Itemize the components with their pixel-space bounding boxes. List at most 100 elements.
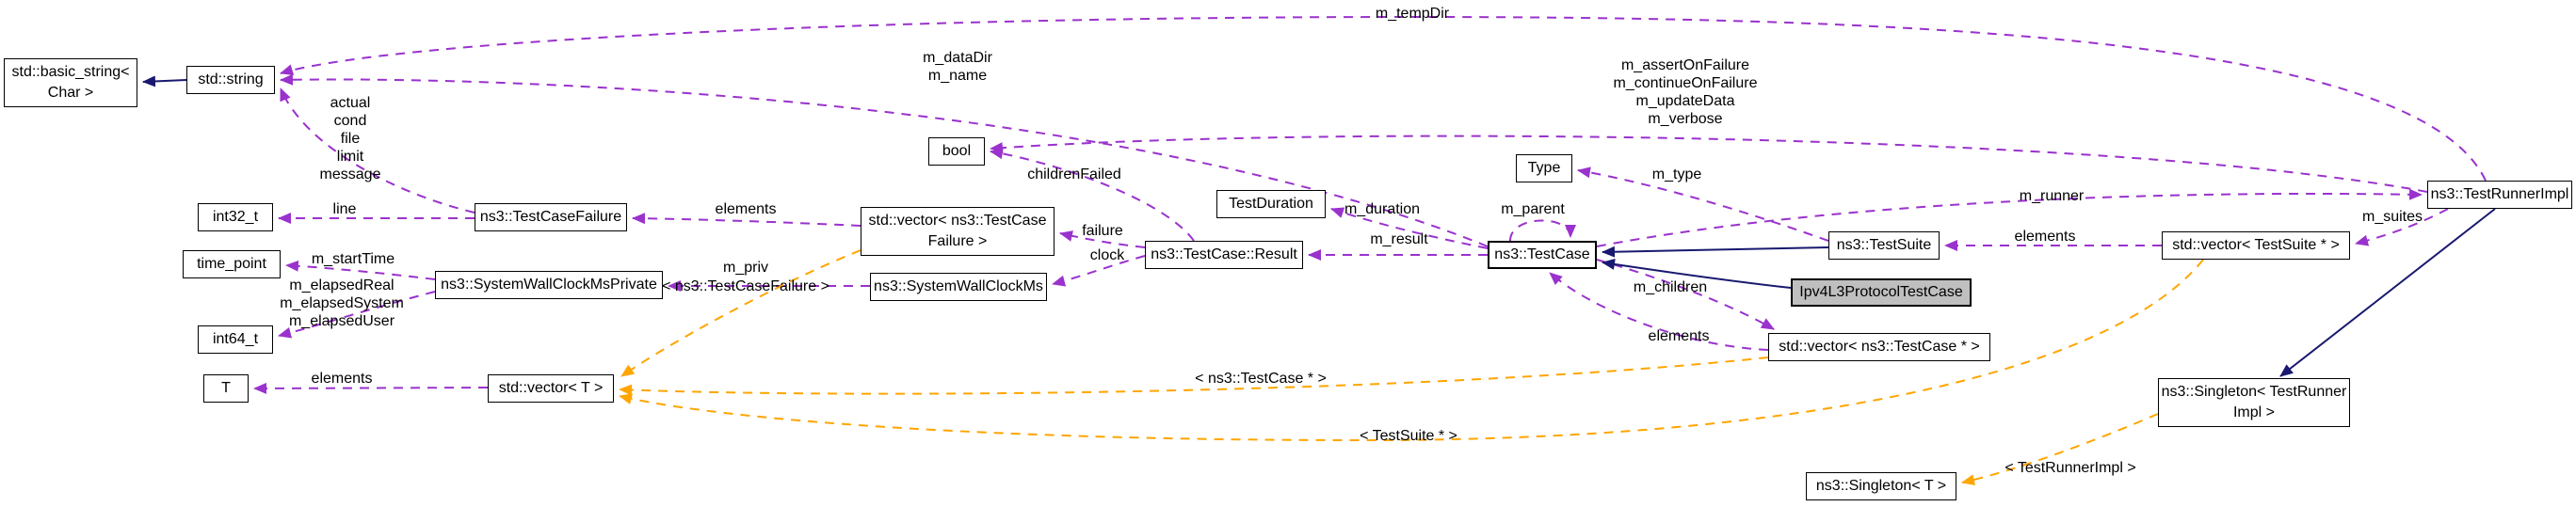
class-node-label: TestDuration bbox=[1229, 196, 1313, 212]
class-node-test_runner_impl[interactable]: ns3::TestRunnerImpl bbox=[2427, 181, 2572, 209]
class-node-label: std::string bbox=[198, 71, 264, 87]
edge-label-m_priv: m_priv bbox=[723, 259, 768, 277]
class-node-test_case_failure[interactable]: ns3::TestCaseFailure bbox=[475, 203, 627, 231]
edge-label-line: childrenFailed bbox=[1027, 166, 1121, 182]
edge-label-childrenFailed: childrenFailed bbox=[1027, 166, 1121, 183]
class-node-bool[interactable]: bool bbox=[928, 137, 985, 166]
edge-inherit-ipv4-testcase bbox=[1602, 258, 1792, 289]
class-node-label: int64_t bbox=[212, 331, 259, 347]
edge-label-line: < TestRunnerImpl > bbox=[2004, 460, 2136, 476]
edge-label-line: m_startTime bbox=[311, 251, 395, 267]
class-node-test_case_result[interactable]: ns3::TestCase::Result bbox=[1145, 241, 1303, 269]
edge-label-line: m_duration bbox=[1344, 201, 1421, 217]
class-node-test_suite[interactable]: ns3::TestSuite bbox=[1828, 231, 1940, 260]
edge-label-line: m_assertOnFailure bbox=[1620, 57, 1750, 73]
class-node-time_point[interactable]: time_point bbox=[183, 250, 281, 278]
edge-label-tmpl_tri: < TestRunnerImpl > bbox=[2004, 459, 2135, 477]
class-node-label: ns3::TestCase::Result bbox=[1151, 246, 1297, 262]
edge-label-line: < TestSuite * > bbox=[1360, 428, 1457, 444]
class-node-vector_test_case_ptr[interactable]: std::vector< ns3::TestCase * > bbox=[1768, 333, 1990, 361]
edge-label-m_startTime: m_startTime bbox=[312, 250, 394, 268]
edge-m-children bbox=[1596, 259, 1775, 330]
class-node-label: Type bbox=[1527, 160, 1561, 176]
edge-label-runner_flags: m_assertOnFailure m_continueOnFailure m_up… bbox=[1614, 56, 1758, 128]
class-node-test_duration[interactable]: TestDuration bbox=[1216, 190, 1326, 218]
edge-failure-string-members bbox=[280, 87, 475, 214]
edge-label-elapsed: m_elapsedReal m_elapsedSystem m_elapsedUse… bbox=[280, 277, 404, 330]
class-node-system_wall_clock_ms_private[interactable]: ns3::SystemWallClockMsPrivate bbox=[435, 271, 663, 299]
edge-label-line: message bbox=[319, 166, 381, 182]
class-node-label: Failure > bbox=[927, 233, 988, 249]
edge-label-line: m_elapsedReal bbox=[289, 277, 394, 293]
edge-label-line: m_parent bbox=[1501, 201, 1565, 217]
edge-label-line: failure bbox=[1082, 223, 1123, 239]
class-node-label: T bbox=[221, 380, 231, 396]
edge-template-testcase-ptr bbox=[619, 356, 1769, 396]
edge-label-line: < ns3::TestCase * > bbox=[1195, 371, 1327, 387]
edge-elements-testcasefailure bbox=[632, 213, 861, 227]
edge-m-runner bbox=[1596, 188, 2423, 247]
class-node-label: ns3::TestCaseFailure bbox=[479, 209, 622, 225]
edge-label-line: line bbox=[333, 200, 357, 218]
edge-label-tmpl_tcf: < ns3::TestCaseFailure > bbox=[662, 277, 829, 295]
class-node-type[interactable]: Type bbox=[1516, 154, 1572, 182]
edge-inherit-basic-string bbox=[142, 75, 187, 87]
class-node-int32_t[interactable]: int32_t bbox=[198, 203, 273, 231]
edge-m-tempDir bbox=[280, 15, 2487, 182]
class-node-label: Char > bbox=[47, 85, 94, 101]
edge-label-m_type: m_type bbox=[1652, 166, 1701, 183]
edge-template-testrunnerimpl bbox=[1961, 413, 2159, 486]
edge-label-line: m_continueOnFailure bbox=[1613, 75, 1758, 91]
edge-m-type bbox=[1577, 166, 1829, 242]
edge-label-line: elements bbox=[1648, 328, 1710, 344]
class-node-int64_t[interactable]: int64_t bbox=[198, 325, 273, 354]
edge-label-line: m_dataDir bbox=[923, 50, 992, 66]
edge-label-line: m_result bbox=[1370, 231, 1428, 247]
edge-label-line: elements bbox=[311, 371, 373, 387]
class-node-singleton_T[interactable]: ns3::Singleton< T > bbox=[1806, 472, 1956, 500]
edge-elements-testcase bbox=[1549, 272, 1769, 351]
edge-runner-bool-flags bbox=[990, 135, 2428, 193]
class-node-label: Ipv4L3ProtocolTestCase bbox=[1799, 284, 1963, 300]
edge-label-m_suites: m_suites bbox=[2362, 208, 2423, 226]
edge-label-line: line bbox=[332, 201, 357, 217]
edge-label-m_children: m_children bbox=[1634, 278, 1707, 296]
edge-label-line: m_children bbox=[1633, 279, 1708, 295]
edge-m-elapsed bbox=[278, 291, 436, 339]
edge-m-parent-self-loop bbox=[1509, 219, 1576, 242]
class-node-test_case[interactable]: ns3::TestCase bbox=[1488, 241, 1597, 269]
edge-label-elements_tcf: elements bbox=[716, 200, 777, 218]
edge-label-line: elements bbox=[2014, 229, 2076, 245]
edge-label-line: m_elapsedSystem bbox=[280, 295, 404, 311]
edge-label-line: m_updateData bbox=[1635, 93, 1735, 109]
edge-m-startTime bbox=[285, 260, 436, 280]
class-node-T[interactable]: T bbox=[203, 374, 249, 403]
edge-label-line: cond bbox=[333, 113, 367, 129]
class-node-label: ns3::Singleton< T > bbox=[1815, 478, 1947, 494]
edge-label-m_runner: m_runner bbox=[2020, 187, 2084, 205]
class-node-vector_test_suite_ptr[interactable]: std::vector< TestSuite * > bbox=[2162, 231, 2350, 260]
class-node-basic_string[interactable]: std::basic_string<Char > bbox=[4, 58, 137, 107]
edge-label-elements_ts: elements bbox=[2015, 228, 2076, 246]
edge-clock bbox=[1052, 255, 1146, 287]
edge-label-line: m_elapsedUser bbox=[288, 313, 395, 329]
edge-m-duration bbox=[1330, 207, 1489, 249]
class-node-std_string[interactable]: std::string bbox=[186, 66, 275, 94]
class-node-label: std::basic_string< bbox=[11, 64, 130, 80]
class-node-label: std::vector< ns3::TestCase * > bbox=[1779, 339, 1980, 355]
edge-label-tmpl_ts: < TestSuite * > bbox=[1360, 427, 1457, 445]
class-node-vector_T[interactable]: std::vector< T > bbox=[488, 374, 614, 403]
edge-label-failure: failure bbox=[1082, 222, 1123, 240]
class-node-label: ns3::TestRunnerImpl bbox=[2430, 186, 2569, 202]
edge-label-line: limit bbox=[336, 149, 364, 165]
class-node-label: bool bbox=[942, 143, 972, 159]
class-node-label: ns3::Singleton< TestRunner bbox=[2161, 384, 2347, 400]
class-node-label: ns3::SystemWallClockMs bbox=[874, 278, 1043, 294]
class-node-system_wall_clock_ms[interactable]: ns3::SystemWallClockMs bbox=[870, 273, 1047, 301]
